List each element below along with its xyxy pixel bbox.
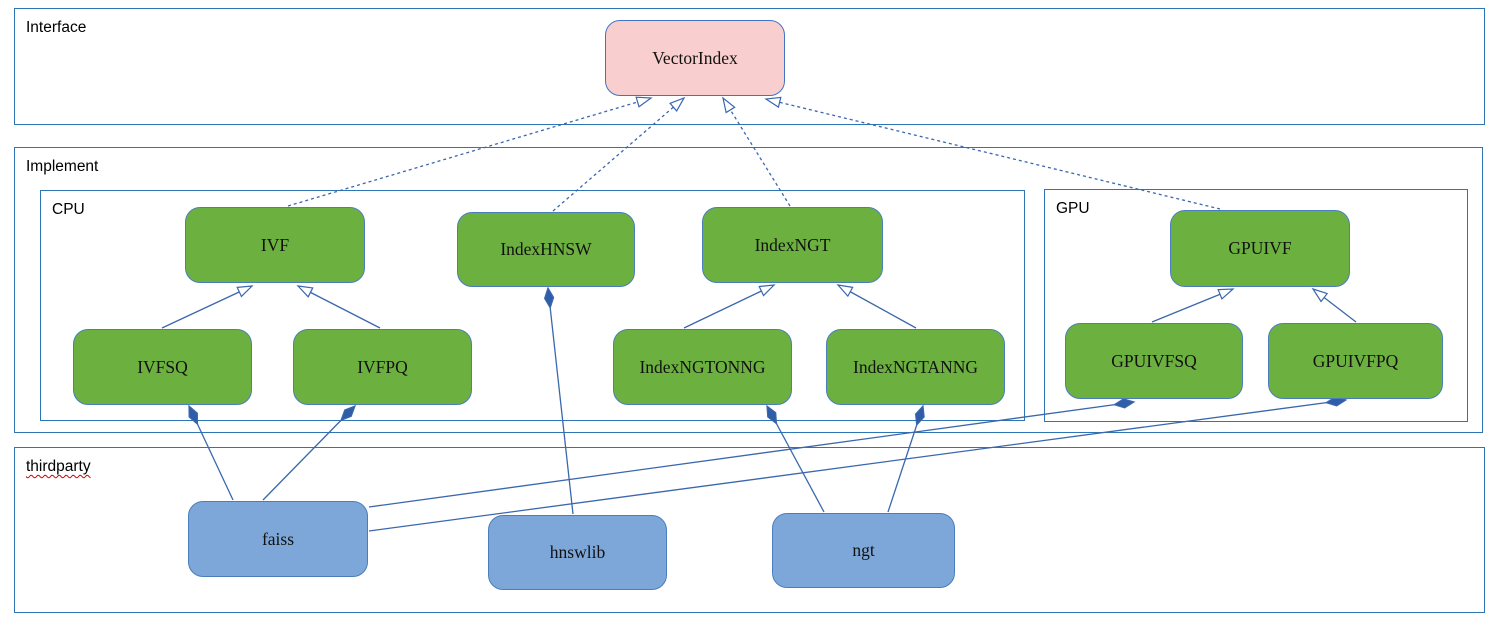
node-ivfpq[interactable]: IVFPQ bbox=[293, 329, 472, 405]
node-label-indexngtanng: IndexNGTANNG bbox=[853, 356, 978, 377]
node-label-faiss: faiss bbox=[261, 528, 295, 549]
node-ngt[interactable]: ngt bbox=[772, 513, 955, 588]
node-label-gpuivfpq: GPUIVFPQ bbox=[1312, 350, 1399, 371]
node-label-indexngt: IndexNGT bbox=[754, 234, 831, 255]
node-label-vectorindex: VectorIndex bbox=[652, 47, 738, 68]
container-label-thirdparty: thirdparty bbox=[26, 458, 91, 475]
node-label-indexngtonng: IndexNGTONNG bbox=[639, 356, 766, 377]
node-vectorindex[interactable]: VectorIndex bbox=[605, 20, 785, 96]
node-label-indexhnsw: IndexHNSW bbox=[500, 239, 592, 259]
node-indexngt[interactable]: IndexNGT bbox=[702, 207, 883, 283]
node-faiss[interactable]: faiss bbox=[188, 501, 368, 577]
node-ivfsq[interactable]: IVFSQ bbox=[73, 329, 252, 405]
node-indexhnsw[interactable]: IndexHNSW bbox=[457, 212, 635, 287]
node-label-hnswlib: hnswlib bbox=[549, 542, 606, 562]
node-indexngtonng[interactable]: IndexNGTONNG bbox=[613, 329, 792, 405]
node-gpuivf[interactable]: GPUIVF bbox=[1170, 210, 1350, 287]
node-label-ivfpq: IVFPQ bbox=[357, 356, 408, 377]
node-gpuivfpq[interactable]: GPUIVFPQ bbox=[1268, 323, 1443, 399]
node-hnswlib[interactable]: hnswlib bbox=[488, 515, 667, 590]
container-label-interface: Interface bbox=[26, 19, 87, 36]
node-label-ivf: IVF bbox=[260, 234, 290, 255]
container-label-cpu: CPU bbox=[52, 201, 85, 218]
node-indexngtanng[interactable]: IndexNGTANNG bbox=[826, 329, 1005, 405]
node-label-ngt: ngt bbox=[852, 540, 875, 560]
node-gpuivfsq[interactable]: GPUIVFSQ bbox=[1065, 323, 1243, 399]
node-label-gpuivf: GPUIVF bbox=[1228, 238, 1292, 258]
container-label-gpu: GPU bbox=[1056, 200, 1090, 217]
container-label-implement: Implement bbox=[26, 158, 99, 175]
node-label-ivfsq: IVFSQ bbox=[137, 356, 188, 377]
node-ivf[interactable]: IVF bbox=[185, 207, 365, 283]
node-label-gpuivfsq: GPUIVFSQ bbox=[1111, 350, 1197, 371]
